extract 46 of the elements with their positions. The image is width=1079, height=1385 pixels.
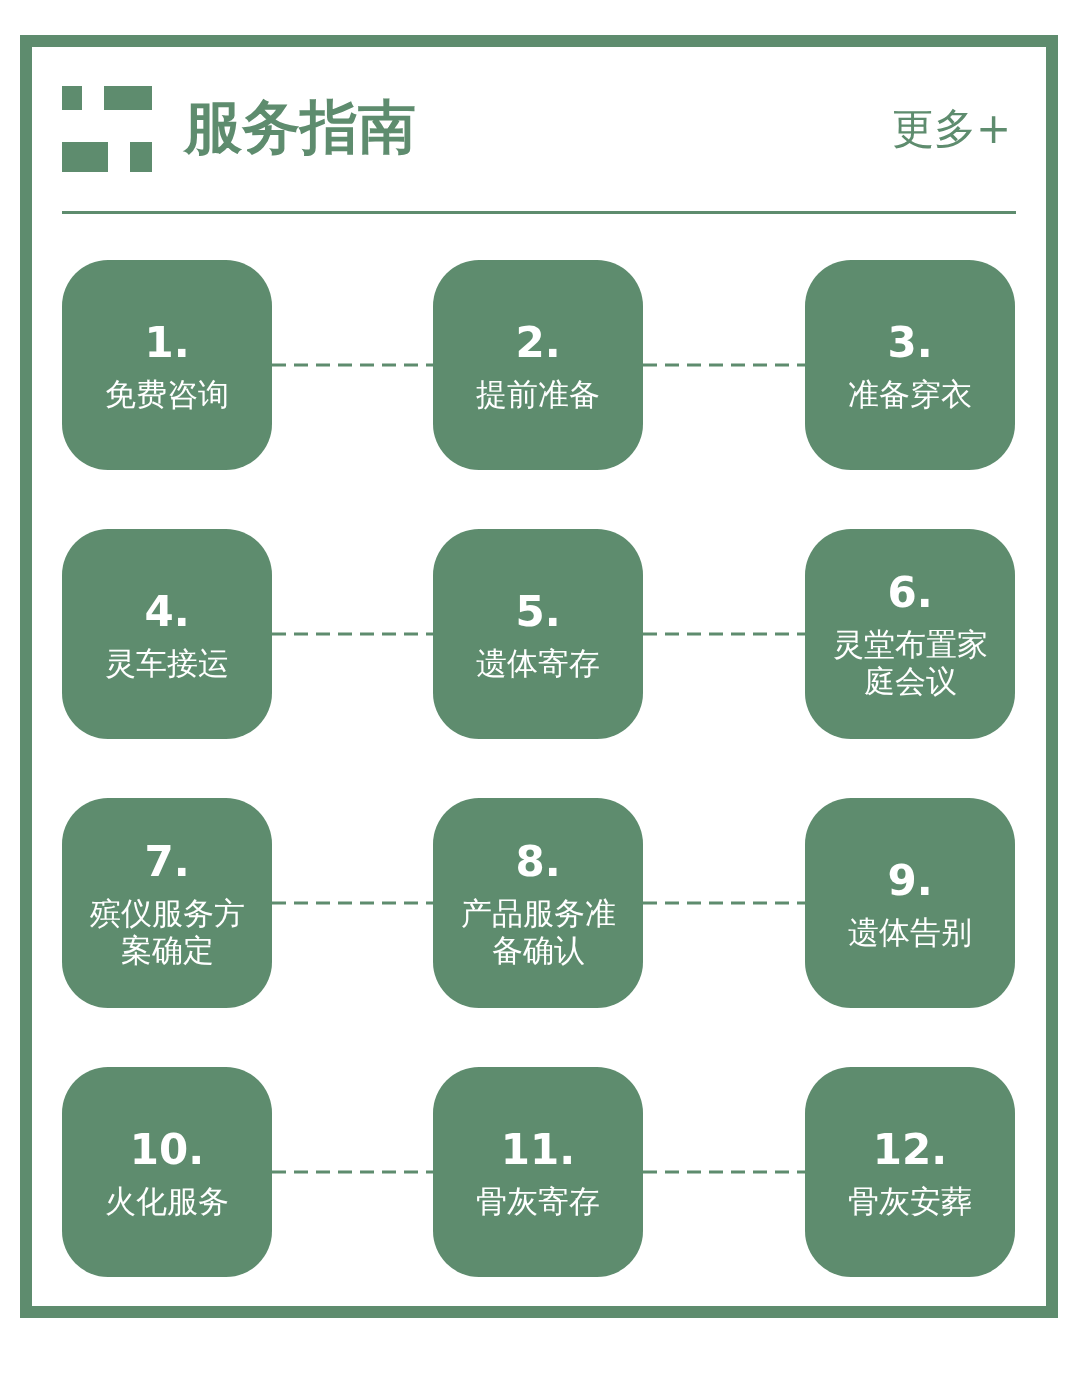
step-number: 2. [515,317,561,368]
step-label: 火化服务 [105,1182,229,1220]
step-box [62,260,272,470]
step-box [433,260,643,470]
step-box [433,798,643,1008]
step-box [805,798,1015,1008]
step-label: 遗体寄存 [476,644,600,682]
step-number: 10. [129,1124,205,1175]
step-box [433,1067,643,1277]
step-label: 骨灰寄存 [476,1182,600,1220]
step-number: 11. [500,1124,576,1175]
more-link: 更多+ [892,103,1012,155]
step-label: 灵车接运 [105,644,229,682]
dashed-connector [272,632,433,636]
dashed-connector [643,901,805,905]
step-number: 7. [144,837,190,887]
step-label: 灵堂布置家庭会议 [831,626,989,700]
dashed-connector [272,363,433,367]
step-box [62,798,272,1008]
step-number: 9. [887,855,933,906]
dashed-connector [643,1170,805,1174]
step-box [62,529,272,739]
step-number: 3. [887,317,933,368]
step-number: 4. [144,586,190,637]
step-label: 准备穿衣 [848,375,972,413]
dashed-connector [272,1170,433,1174]
step-number: 1. [144,317,190,368]
step-label: 免费咨询 [105,375,229,413]
step-number: 5. [515,586,561,637]
step-box [805,529,1015,739]
step-number: 6. [887,568,933,618]
dashed-connector [272,901,433,905]
step-number: 8. [515,837,561,887]
step-label: 产品服务准备确认 [459,895,617,969]
step-box [805,1067,1015,1277]
page-title: 服务指南 [184,92,416,162]
step-label: 遗体告别 [848,913,972,951]
step-label: 殡仪服务方案确定 [88,895,246,969]
step-box [805,260,1015,470]
step-box [433,529,643,739]
dashed-connector [643,363,805,367]
step-number: 12. [872,1124,948,1175]
step-label: 骨灰安葬 [848,1182,972,1220]
step-box [62,1067,272,1277]
step-label: 提前准备 [476,375,600,413]
dashed-connector [643,632,805,636]
